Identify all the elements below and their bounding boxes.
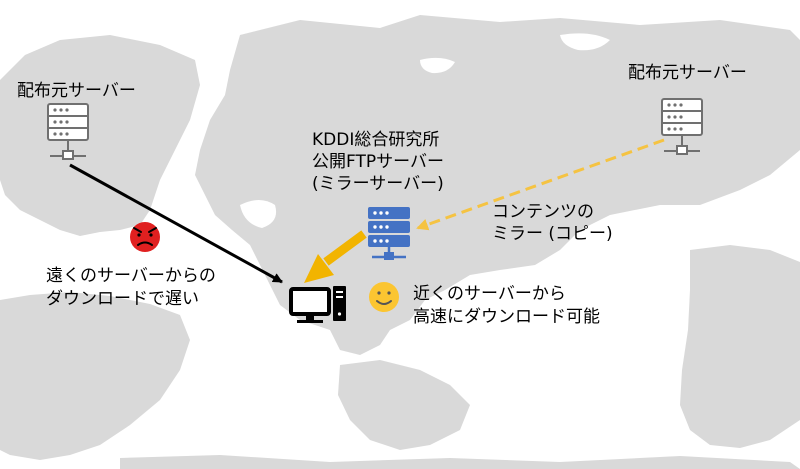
slow-download-arrow: [69, 163, 283, 284]
happy-face-icon: [369, 282, 399, 312]
landmass-bottom: [120, 455, 800, 469]
slow-download-label: 遠くのサーバーからの ダウンロードで遅い: [46, 266, 216, 309]
landmass-oceania: [680, 245, 800, 448]
inland-lake-2: [560, 33, 610, 51]
mirror-copy-arrow: [416, 138, 665, 231]
inland-lake-3: [420, 57, 455, 74]
mirror-copy-label: コンテンツの ミラー (コピー): [492, 202, 613, 244]
landmass-americas: [0, 35, 200, 236]
fast-download-label: 近くのサーバーから 高速にダウンロード可能: [413, 284, 600, 327]
user-computer-icon: [289, 286, 346, 323]
origin-server-left-label: 配布元サーバー: [17, 81, 136, 101]
inland-lake-1: [240, 200, 277, 228]
server-right-icon: [661, 98, 703, 155]
fast-download-arrow-shaft: [323, 230, 367, 266]
landmass-south: [0, 292, 190, 460]
origin-server-right-label: 配布元サーバー: [628, 63, 747, 83]
landmass-eurasia: [195, 15, 800, 355]
mirror-server-icon: [368, 207, 410, 260]
fast-download-arrowhead: [304, 254, 334, 283]
sad-face-icon: [130, 222, 160, 252]
server-left-icon: [47, 103, 89, 160]
landmass-southeast: [338, 360, 470, 450]
mirror-server-label: KDDI総合研究所 公開FTPサーバー (ミラーサーバー): [312, 130, 444, 194]
